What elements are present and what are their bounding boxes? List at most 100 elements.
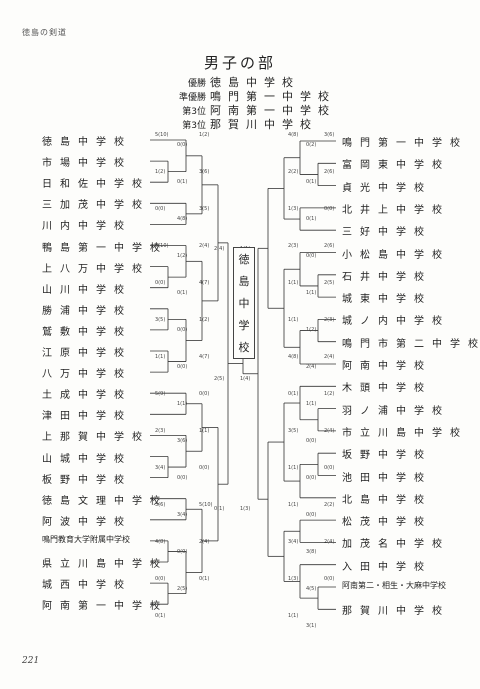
right-score-23: 1(1) <box>306 401 316 407</box>
right-team-5: 三好中学校 <box>342 227 432 239</box>
right-score-31: 1(1) <box>288 502 298 508</box>
right-team-20: 入田中学校 <box>342 561 432 573</box>
left-team-12: 八万中学校 <box>42 369 132 381</box>
right-team-8: 城東中学校 <box>342 294 432 306</box>
result-row: 第3位阿南第一中学校 <box>170 102 336 118</box>
champion-char: 中 <box>238 297 250 310</box>
right-score-34: 3(4) <box>288 539 298 545</box>
right-team-3: 貞光中学校 <box>342 182 432 194</box>
right-score-3: 3(6) <box>324 132 334 138</box>
left-score-12: 2(4) <box>199 243 209 249</box>
left-score-37: 0(0) <box>155 576 165 582</box>
right-score-6: 2(6) <box>324 169 334 175</box>
result-school: 阿南第一中学校 <box>210 104 336 117</box>
right-score-5: 0(1) <box>306 179 316 185</box>
result-school: 那賀川中学校 <box>210 118 318 131</box>
left-team-1: 徳島中学校 <box>42 137 132 148</box>
left-score-38: 2(5) <box>177 586 187 592</box>
result-row: 優勝徳島中学校 <box>170 74 300 90</box>
right-score-1: 4(8) <box>288 132 298 138</box>
right-score-17: 1(2) <box>306 327 316 333</box>
left-team-20: 鳴門教育大学附属中学校 <box>42 534 130 544</box>
left-team-3: 日和佐中学校 <box>42 179 150 191</box>
right-team-10: 鳴門市第二中学校 <box>342 338 480 350</box>
left-score-21: 4(7) <box>199 354 209 360</box>
right-score-7: 1(3) <box>288 206 298 212</box>
left-score-40: 0(1) <box>155 613 165 619</box>
right-score-32: 0(0) <box>306 512 316 518</box>
left-team-4: 三加茂中学校 <box>42 200 150 212</box>
right-team-4: 北井上中学校 <box>342 204 450 216</box>
left-score-11: 1(2) <box>177 253 187 259</box>
result-row: 準優勝鳴門第一中学校 <box>170 88 336 104</box>
result-school: 徳島中学校 <box>210 76 300 89</box>
champion-char: 島 <box>238 275 250 288</box>
result-rank: 第3位 <box>182 107 206 117</box>
left-team-21: 県立川島中学校 <box>42 559 168 570</box>
result-rank: 準優勝 <box>178 93 206 103</box>
right-team-22: 那賀川中学校 <box>342 606 450 618</box>
champion-box: 徳 島 中 学 校 <box>233 247 255 359</box>
right-team-12: 木頭中学校 <box>342 383 432 395</box>
right-score-39: 0(0) <box>324 576 334 582</box>
final-score-1: 2(4) <box>214 246 224 252</box>
page-title: 男子の部 <box>203 54 276 72</box>
right-score-10: 2(3) <box>288 243 298 249</box>
right-score-26: 0(0) <box>306 438 316 444</box>
right-score-9: 0(0) <box>324 206 334 212</box>
left-team-16: 山城中学校 <box>42 453 132 465</box>
left-score-20: 0(0) <box>177 364 187 370</box>
left-team-23: 阿南第一中学校 <box>42 601 168 613</box>
right-score-33: 2(2) <box>324 502 334 508</box>
final-score-4: 1(4) <box>240 376 250 382</box>
right-score-36: 2(4) <box>324 539 334 545</box>
champion-char: 校 <box>238 341 250 354</box>
left-score-3: 1(2) <box>199 132 209 138</box>
left-score-13: 0(0) <box>155 280 165 286</box>
left-score-2: 0(0) <box>177 142 187 148</box>
left-score-30: 0(0) <box>199 465 209 471</box>
left-score-31: 3(6) <box>155 502 165 508</box>
running-header: 徳島の剣道 <box>22 28 67 37</box>
left-score-19: 1(1) <box>155 354 165 360</box>
right-score-13: 1(1) <box>288 280 298 286</box>
right-score-15: 2(5) <box>324 280 334 286</box>
left-score-17: 0(0) <box>177 327 187 333</box>
left-team-17: 板野中学校 <box>42 474 132 486</box>
left-team-15: 上那賀中学校 <box>42 432 150 444</box>
left-team-13: 土成中学校 <box>42 390 132 402</box>
left-team-8: 山川中学校 <box>42 284 132 296</box>
result-rank: 第3位 <box>182 121 206 131</box>
left-score-32: 3(4) <box>177 512 187 518</box>
left-score-22: 5(9) <box>155 391 165 397</box>
left-team-7: 上八万中学校 <box>42 263 150 275</box>
left-score-36: 2(4) <box>199 539 209 545</box>
left-score-10: 5(10) <box>155 243 168 249</box>
left-team-22: 城西中学校 <box>42 580 132 592</box>
right-score-8: 0(1) <box>306 216 316 222</box>
left-team-6: 鴨島第一中学校 <box>42 242 168 254</box>
left-score-35: 0(0) <box>177 549 187 555</box>
right-team-1: 鳴門第一中学校 <box>342 138 468 149</box>
right-score-14: 1(1) <box>306 290 316 296</box>
right-team-16: 池田中学校 <box>342 472 432 484</box>
left-score-9: 3(5) <box>199 206 209 212</box>
left-score-28: 3(4) <box>155 465 165 471</box>
right-score-40: 1(1) <box>288 613 298 619</box>
right-team-15: 坂野中学校 <box>342 450 432 462</box>
left-score-33: 5(10) <box>199 502 212 508</box>
left-team-10: 鷲敷中学校 <box>42 326 132 338</box>
result-school: 鳴門第一中学校 <box>210 90 336 103</box>
champion-char: 徳 <box>238 253 250 266</box>
final-score-6: 1(3) <box>240 506 250 512</box>
right-score-21: 2(4) <box>324 354 334 360</box>
right-team-7: 石井中学校 <box>342 271 432 283</box>
result-rank: 優勝 <box>187 79 206 89</box>
left-score-5: 0(1) <box>177 179 187 185</box>
left-team-9: 勝浦中学校 <box>42 305 132 317</box>
right-score-20: 2(4) <box>306 364 316 370</box>
left-score-15: 4(7) <box>199 280 209 286</box>
left-team-5: 川内中学校 <box>42 221 132 233</box>
right-score-18: 2(3) <box>324 317 334 323</box>
